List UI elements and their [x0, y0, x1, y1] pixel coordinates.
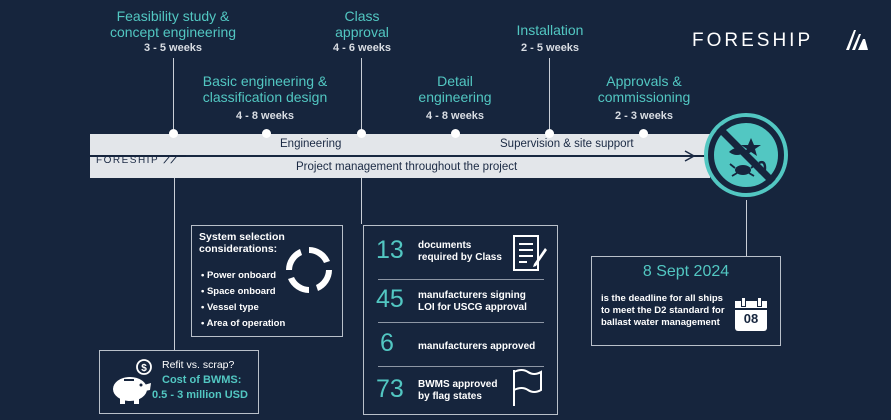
connector-down-badge: [746, 200, 747, 256]
stage-1-duration: 3 - 5 weeks: [143, 42, 203, 54]
calendar-icon: 08: [735, 297, 767, 331]
deadline-box: 8 Sept 2024 is the deadline for all ship…: [591, 256, 781, 346]
connector-down-1: [174, 178, 175, 350]
stage-5-duration: 2 - 5 weeks: [520, 42, 580, 54]
considerations-item: • Power onboard: [201, 270, 277, 281]
timeline-band-top: [90, 134, 710, 155]
stat-6-number: 6: [380, 329, 394, 357]
connector-stage-1: [173, 58, 174, 134]
cycle-arrows-icon: [286, 247, 332, 293]
connector-down-3: [361, 178, 362, 224]
deadline-date: 8 Sept 2024: [642, 263, 730, 280]
engineering-label: Engineering: [280, 138, 342, 150]
consideration-power: Power onboard: [206, 270, 277, 281]
stage-1-title: Feasibility study & concept engineering: [109, 8, 237, 40]
refit-box: $ Refit vs. scrap? Cost of BWMS: 0.5 - 3…: [99, 350, 259, 414]
consideration-vessel: Vessel type: [206, 302, 259, 313]
stage-3-title: Class approval: [335, 8, 389, 40]
band-logo-text: FORESHIP: [96, 155, 160, 166]
stat-13-number: 13: [376, 236, 404, 264]
no-invasive-species-icon: [704, 113, 788, 197]
stat-45-label: manufacturers signing LOI for USCG appro…: [418, 290, 527, 313]
stats-separator-3: [378, 366, 544, 367]
considerations-item: • Vessel type: [201, 302, 259, 313]
stage-6-duration: 2 - 3 weeks: [614, 110, 674, 122]
stage-3-duration: 4 - 6 weeks: [332, 42, 392, 54]
supervision-label: Supervision & site support: [500, 138, 634, 150]
milestone-dot-6: [639, 129, 648, 138]
foreship-logo: FORESHIP: [692, 28, 872, 54]
piggy-bank-icon: $: [113, 359, 152, 404]
stat-45-number: 45: [376, 285, 404, 313]
timeline-arrow-icon: [186, 150, 696, 162]
stat-13-label: documents required by Class: [418, 240, 502, 263]
deadline-text: is the deadline for all ships to meet th…: [601, 293, 725, 328]
stage-5-title: Installation: [516, 22, 584, 38]
considerations-item: • Area of operation: [201, 318, 286, 329]
stats-separator-2: [378, 322, 544, 323]
stats-box: 13 documents required by Class 45 manufa…: [363, 225, 558, 415]
milestone-dot-1: [169, 129, 178, 138]
refit-cost-label: Cost of BWMS:: [162, 374, 242, 386]
consideration-area: Area of operation: [206, 318, 286, 329]
calendar-day: 08: [743, 311, 759, 326]
refit-cost-value: 0.5 - 3 million USD: [152, 389, 248, 401]
stats-separator-1: [378, 279, 544, 280]
milestone-dot-5: [545, 129, 554, 138]
connector-stage-3: [361, 58, 362, 134]
flag-icon: [513, 369, 542, 406]
logo-text: FORESHIP: [692, 30, 814, 51]
considerations-item: • Space onboard: [201, 286, 276, 297]
stage-2-title: Basic engineering & classification desig…: [202, 73, 328, 105]
considerations-title: System selection considerations:: [199, 231, 285, 255]
svg-text:$: $: [141, 363, 147, 374]
stat-73-label: BWMS approved by flag states: [418, 379, 498, 402]
band-logo-mark-icon: ⟋⟋: [163, 155, 178, 166]
stage-4-duration: 4 - 8 weeks: [425, 110, 485, 122]
project-management-label: Project management throughout the projec…: [296, 161, 518, 173]
stat-6-label: manufacturers approved: [418, 341, 536, 352]
milestone-dot-2: [262, 129, 271, 138]
stat-73-number: 73: [376, 375, 404, 403]
timeline-band-bottom: [90, 157, 710, 178]
milestone-dot-3: [357, 129, 366, 138]
stage-4-title: Detail engineering: [418, 73, 492, 105]
considerations-box: System selection considerations: • Power…: [191, 225, 343, 337]
consideration-space: Space onboard: [206, 286, 276, 297]
connector-stage-5: [549, 58, 550, 134]
document-icon: [513, 235, 547, 271]
stage-2-duration: 4 - 8 weeks: [235, 110, 295, 122]
refit-question: Refit vs. scrap?: [162, 359, 235, 371]
band-logo: FORESHIP ⟋⟋: [96, 150, 178, 166]
stage-6-title: Approvals & commissioning: [597, 73, 691, 105]
logo-mark-icon: [846, 30, 868, 50]
milestone-dot-4: [451, 129, 460, 138]
